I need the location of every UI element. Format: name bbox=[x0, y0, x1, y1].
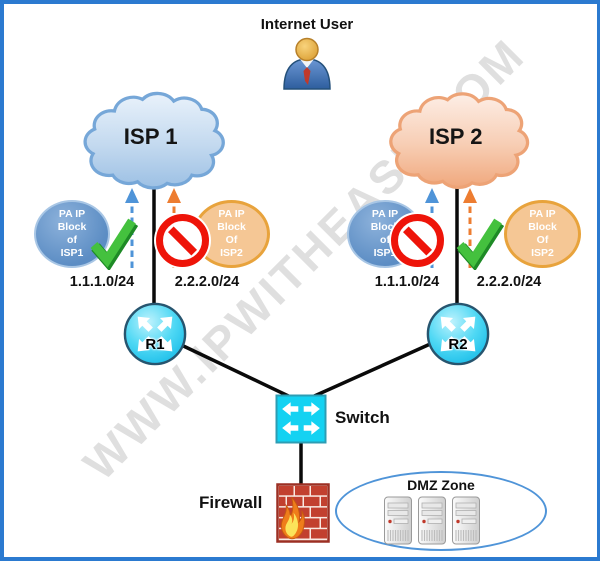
pa-block-isp2-badge: PA IP Block Of ISP2 bbox=[504, 200, 581, 268]
dashed-arrow-up-icon bbox=[425, 188, 439, 268]
router-r1: R1 bbox=[122, 301, 188, 367]
router-icon bbox=[123, 302, 187, 366]
user-icon bbox=[283, 37, 331, 90]
router2-label: R2 bbox=[448, 336, 468, 353]
dashed-arrow-up-icon bbox=[167, 188, 181, 268]
ip-label: 2.2.2.0/24 bbox=[174, 274, 240, 290]
ip-label: 2.2.2.0/24 bbox=[476, 274, 542, 290]
server-icon bbox=[452, 496, 480, 545]
router-icon bbox=[426, 302, 490, 366]
dmz-zone-label: DMZ Zone bbox=[407, 477, 475, 493]
no-entry-icon bbox=[156, 214, 209, 267]
router1-label: R1 bbox=[145, 336, 165, 353]
flame-icon bbox=[280, 496, 305, 540]
switch-label: Switch bbox=[335, 408, 390, 427]
pa-block-isp1-badge: PA IP Block of ISP1 bbox=[34, 200, 110, 268]
dashed-arrow-up-icon bbox=[463, 188, 477, 268]
isp1-cloud-icon: ISP 1 bbox=[83, 91, 225, 190]
ip-label: 1.1.1.0/24 bbox=[69, 274, 135, 290]
isp2-label: ISP 2 bbox=[429, 124, 482, 149]
internet-user-label: Internet User bbox=[260, 16, 354, 33]
check-icon bbox=[456, 218, 504, 270]
firewall-label: Firewall bbox=[199, 493, 263, 512]
switch-icon bbox=[275, 394, 327, 444]
no-entry-icon bbox=[391, 214, 444, 267]
dmz-zone-boundary bbox=[335, 471, 547, 551]
server-icon bbox=[418, 496, 446, 545]
router-r2: R2 bbox=[425, 301, 491, 367]
firewall-icon bbox=[276, 483, 330, 543]
dashed-arrow-up-icon bbox=[125, 188, 139, 268]
isp2-cloud-icon: ISP 2 bbox=[389, 92, 530, 189]
server-icon bbox=[384, 496, 412, 545]
check-icon bbox=[90, 218, 138, 270]
isp1-label: ISP 1 bbox=[124, 124, 178, 149]
ip-label: 1.1.1.0/24 bbox=[374, 274, 440, 290]
